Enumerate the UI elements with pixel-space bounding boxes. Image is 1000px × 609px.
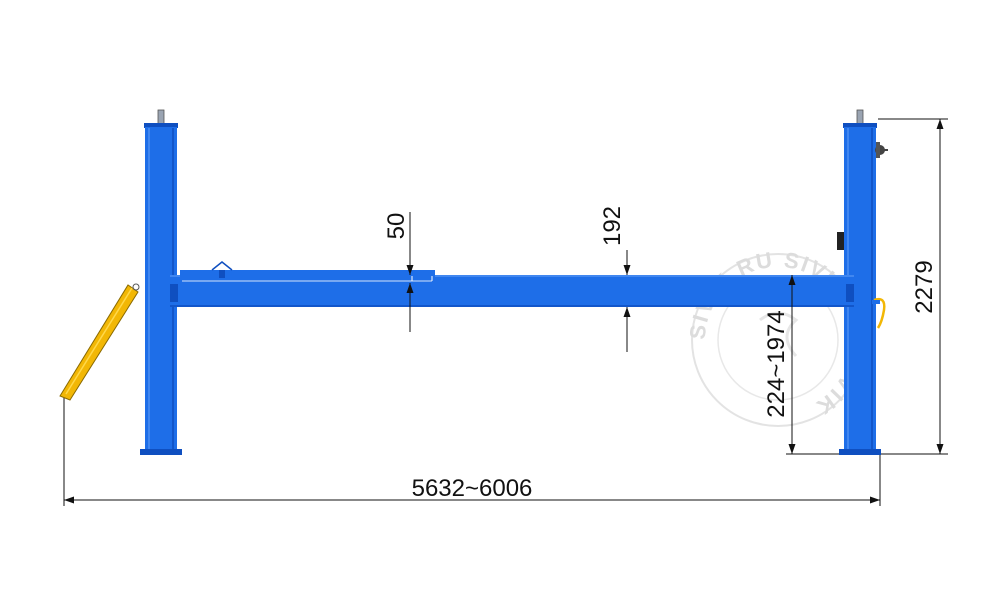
- overall-length-label: 5632~6006: [412, 475, 533, 502]
- overall-height-label: 2279: [911, 260, 938, 313]
- dimension-lift-range: 224~1974: [763, 275, 796, 454]
- beam-height-label: 192: [599, 206, 626, 246]
- dimension-beam-height: 192: [599, 206, 631, 332]
- safety-hook-icon: [872, 297, 886, 329]
- dimension-overall-length: 5632~6006: [64, 475, 880, 504]
- extension-lines: [63, 118, 948, 506]
- dimension-overall-height: 2279: [911, 119, 944, 454]
- dimension-beam-offset: 50: [383, 213, 414, 316]
- runway-beam: [170, 261, 854, 307]
- ramp: [59, 283, 140, 401]
- beam-offset-label: 50: [383, 213, 410, 240]
- lift-range-label: 224~1974: [763, 310, 790, 417]
- control-knob-icon: [875, 142, 888, 158]
